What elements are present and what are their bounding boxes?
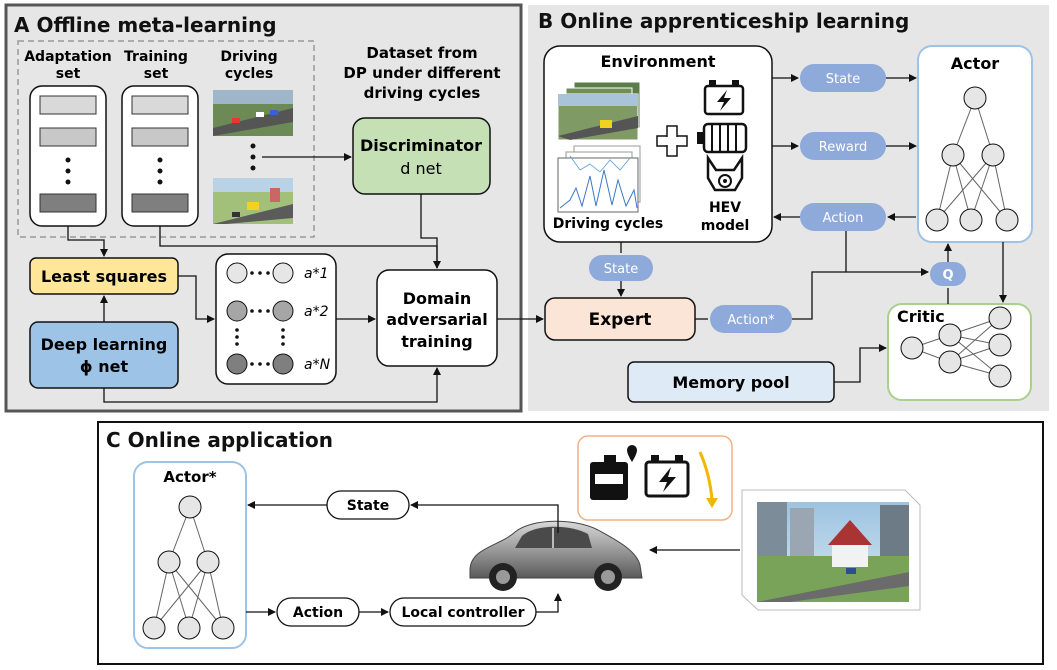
- training-set-stack: [121, 85, 199, 227]
- adaptation-set-label: Adaptation: [24, 49, 112, 65]
- panel-a: A Offline meta-learning Adaptation set T…: [4, 3, 523, 413]
- panel-b: B Online apprenticeship learning Environ…: [528, 5, 1049, 411]
- svg-text:Q: Q: [942, 268, 953, 283]
- dataset-text-1: Dataset from: [366, 44, 477, 62]
- energy-status-box: [577, 435, 733, 521]
- svg-text:State: State: [347, 498, 389, 514]
- action-pill: Action: [800, 203, 886, 231]
- svg-text:ϕ net: ϕ net: [80, 357, 129, 376]
- critic-box: Critic: [887, 303, 1032, 401]
- battery-icon-c: [644, 455, 690, 498]
- driving-cycle-image-1: [213, 90, 293, 136]
- motor-icon: [697, 122, 748, 154]
- dataset-text-3: driving cycles: [364, 84, 481, 102]
- dataset-dashed-group: [17, 40, 315, 238]
- actor-star-box: Actor*: [133, 461, 247, 649]
- adaptation-set-label-2: set: [56, 66, 81, 82]
- memory-pool-box: Memory pool: [627, 361, 835, 403]
- plus-icon: [656, 125, 688, 157]
- parameter-box: a*1 a*2 a*N: [215, 253, 337, 385]
- svg-text:Discriminator: Discriminator: [360, 136, 482, 155]
- svg-text:Local controller: Local controller: [401, 605, 524, 621]
- svg-text:State: State: [604, 262, 638, 277]
- panel-a-title: A Offline meta-learning: [14, 13, 277, 37]
- training-set-label-2: set: [144, 66, 169, 82]
- svg-text:Least squares: Least squares: [41, 267, 167, 286]
- driving-cycle-image-2: [213, 178, 293, 224]
- an-label: a*N: [304, 357, 331, 373]
- state-pill-bottom: State: [589, 255, 653, 281]
- a1-label: a*1: [304, 266, 329, 282]
- battery-icon: [703, 80, 745, 116]
- svg-text:d net: d net: [400, 159, 442, 178]
- panel-c-title: C Online application: [106, 428, 333, 452]
- svg-text:Actor: Actor: [951, 54, 1000, 73]
- training-set-label: Training: [124, 49, 188, 65]
- engine-icon: [706, 153, 744, 192]
- svg-text:Critic: Critic: [897, 307, 945, 326]
- svg-text:State: State: [826, 72, 860, 87]
- driving-cycles-label-2: cycles: [225, 66, 273, 82]
- svg-text:Domain: Domain: [403, 289, 472, 308]
- city-scene-image: [741, 489, 921, 611]
- reward-pill: Reward: [800, 132, 886, 160]
- fuel-tank-icon: [590, 445, 637, 500]
- driving-cycles-label: Driving: [220, 49, 277, 65]
- svg-text:training: training: [401, 332, 473, 351]
- least-squares-box: Least squares: [29, 257, 179, 295]
- decline-arrow-icon: [698, 451, 714, 501]
- local-controller-pill: Local controller: [389, 597, 537, 627]
- actor-box: Actor: [917, 45, 1033, 243]
- svg-text:Reward: Reward: [819, 140, 867, 155]
- expert-box: Expert: [544, 297, 696, 341]
- driving-cycle-plots: [557, 145, 641, 213]
- driving-cycles-caption: Driving cycles: [553, 216, 663, 232]
- domain-adversarial-box: Domain adversarial training: [376, 269, 498, 367]
- svg-text:Environment: Environment: [600, 52, 715, 71]
- action-pill-c: Action: [276, 597, 360, 627]
- discriminator-box: Discriminator d net: [352, 117, 491, 195]
- car-image: [469, 520, 643, 591]
- svg-text:Expert: Expert: [589, 310, 652, 330]
- panel-b-title: B Online apprenticeship learning: [538, 9, 909, 33]
- svg-text:Action*: Action*: [727, 313, 775, 328]
- dataset-text-2: DP under different: [343, 64, 500, 82]
- action-star-pill: Action*: [710, 305, 792, 333]
- state-pill-top: State: [800, 64, 886, 92]
- state-pill-c: State: [326, 490, 410, 520]
- hev-caption-1: HEV: [709, 200, 741, 216]
- svg-text:Memory pool: Memory pool: [672, 373, 789, 392]
- svg-text:Action: Action: [293, 605, 343, 621]
- q-pill: Q: [930, 262, 966, 286]
- svg-text:Deep learning: Deep learning: [41, 335, 168, 354]
- a2-label: a*2: [304, 304, 329, 320]
- svg-text:Actor*: Actor*: [163, 468, 216, 486]
- hev-caption-2: model: [701, 218, 750, 234]
- svg-text:Action: Action: [823, 211, 864, 226]
- adaptation-set-stack: [29, 85, 107, 227]
- environment-box: Environment Driving cycles: [543, 45, 773, 243]
- svg-text:adversarial: adversarial: [386, 310, 487, 329]
- deep-learning-box: Deep learning ϕ net: [29, 321, 179, 389]
- panel-c: C Online application Actor* State Action: [97, 421, 1044, 665]
